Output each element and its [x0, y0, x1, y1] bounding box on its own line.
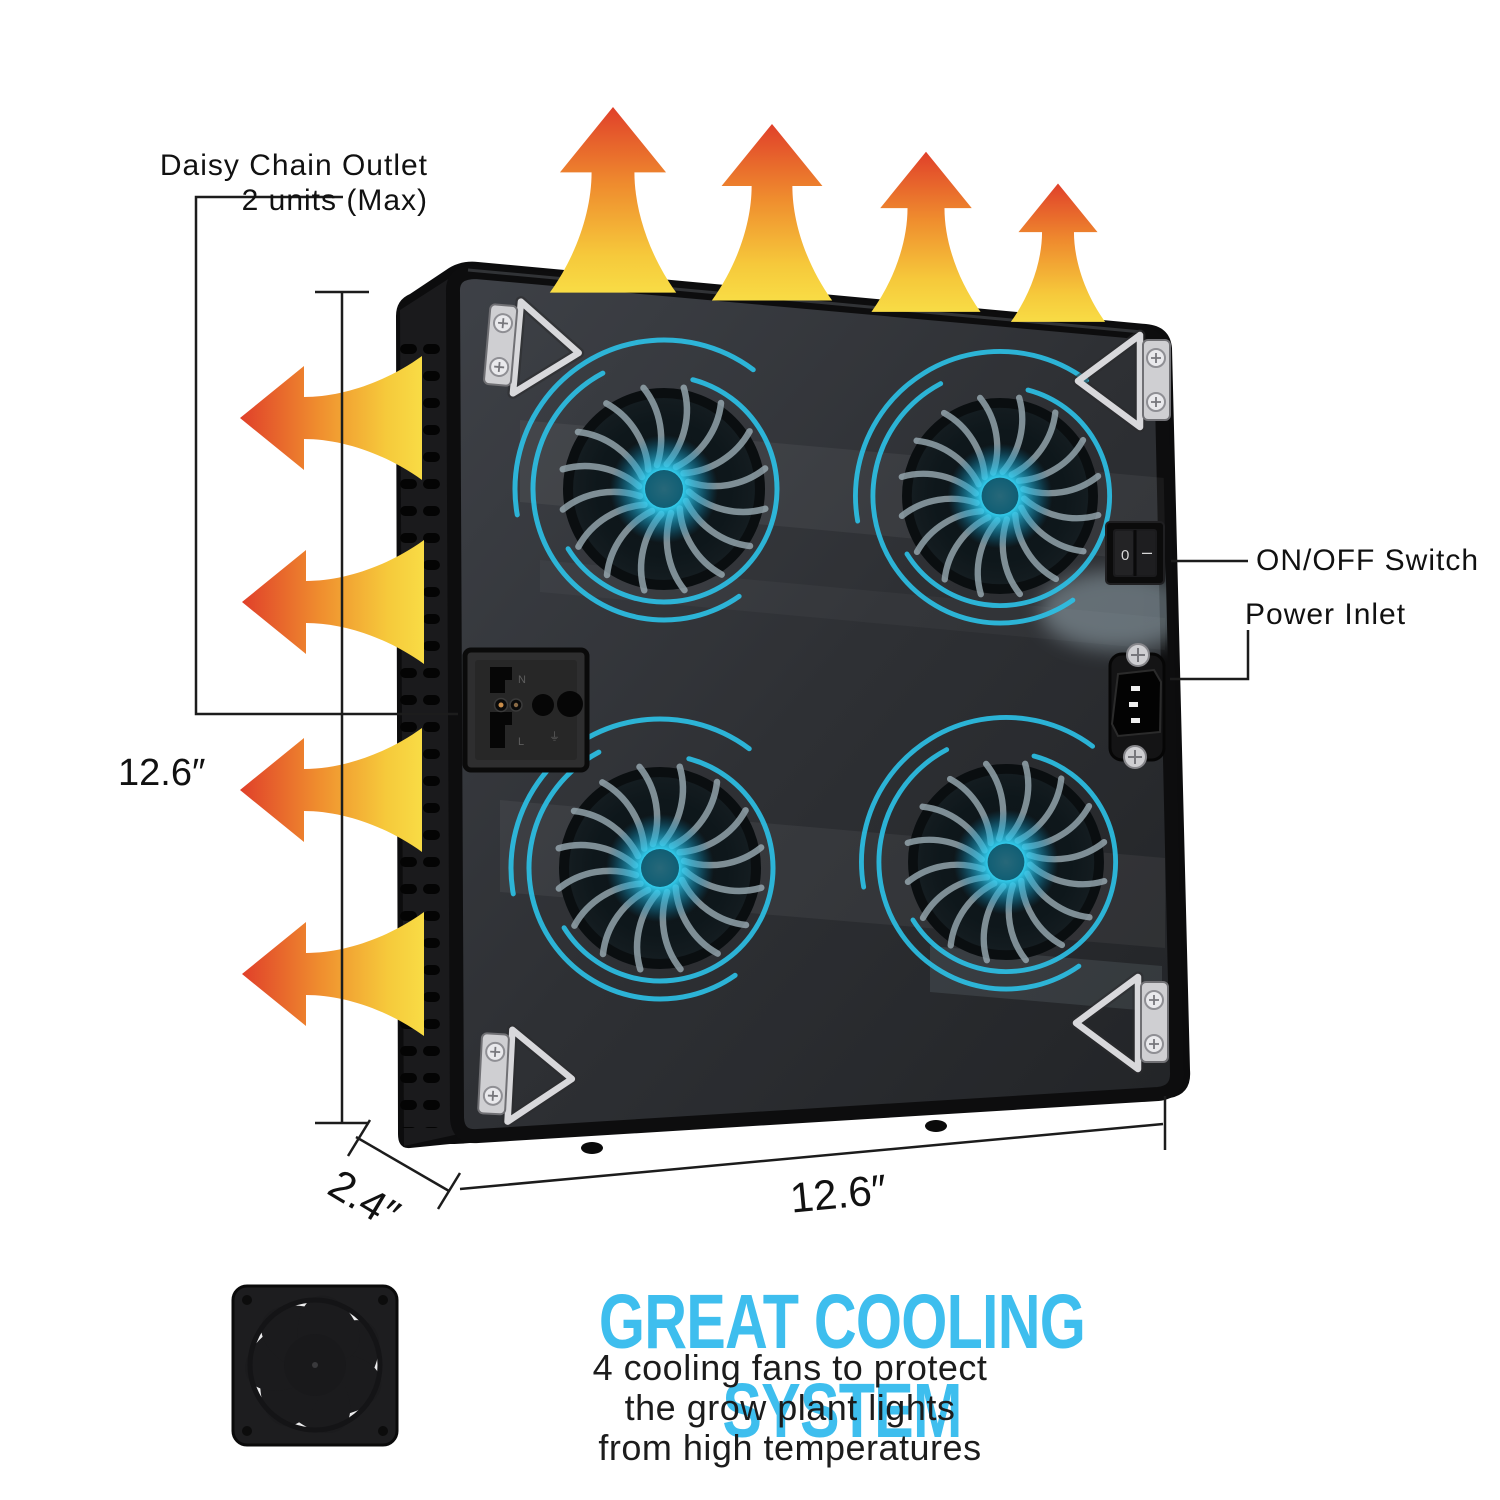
footer-subtext-line3: from high temperatures [598, 1427, 982, 1468]
width-dimension-label: 12.6″ [787, 1165, 889, 1222]
heat-arrow-left-icon [240, 356, 422, 480]
cooling-fan-photo-icon [231, 1284, 399, 1447]
on-off-switch-label: ON/OFF Switch [1256, 544, 1480, 577]
outlet-mark-live: L [518, 736, 524, 748]
daisy-chain-outlet-socket: N L ⏚ [462, 647, 590, 773]
footer-subtext-line1: 4 cooling fans to protect [592, 1347, 988, 1388]
footer-title: GREAT COOLING SYSTEM [598, 1279, 1086, 1454]
depth-dimension-line [355, 1135, 450, 1193]
switch-mark-off: 0 [1121, 547, 1129, 564]
heat-arrows-left [240, 356, 424, 1036]
heat-arrows-up [549, 107, 1106, 322]
heat-arrow-up-icon [871, 151, 981, 312]
daisy-chain-label-line1: Daisy Chain Outlet [159, 149, 428, 182]
dimension-lines [315, 290, 1167, 1210]
power-switch[interactable]: 0 – [1105, 521, 1165, 585]
heat-arrow-left-icon [242, 912, 424, 1036]
heat-arrow-left-icon [240, 728, 422, 852]
heat-arrow-up-icon [711, 123, 833, 301]
heat-arrow-up-icon [1010, 183, 1106, 322]
power-inlet-socket[interactable] [1108, 643, 1166, 769]
daisy-chain-callout-label: Daisy Chain Outlet 2 units (Max) [150, 148, 428, 218]
footer-subtext-line2: the grow plant lights [624, 1387, 956, 1428]
daisy-chain-label-line2: 2 units (Max) [241, 184, 428, 217]
width-dimension-line [459, 1122, 1164, 1191]
heat-arrow-left-icon [242, 540, 424, 664]
heat-arrow-up-icon [549, 107, 677, 293]
outlet-mark-ground: ⏚ [549, 730, 560, 743]
daisy-chain-callout-line [194, 195, 458, 716]
device-foot [925, 1120, 947, 1132]
height-dimension-label: 12.6″ [118, 752, 206, 794]
power-inlet-label: Power Inlet [1245, 598, 1407, 631]
callout-lines [194, 195, 1250, 716]
device-foot [581, 1142, 603, 1154]
power-inlet-callout-line [1170, 630, 1250, 681]
grow-light-device: N L ⏚ 0 – [396, 261, 1191, 1154]
footer-subtext: 4 cooling fans to protect the grow plant… [440, 1348, 1140, 1468]
outlet-mark-neutral: N [518, 674, 526, 686]
switch-mark-on: – [1142, 542, 1152, 562]
